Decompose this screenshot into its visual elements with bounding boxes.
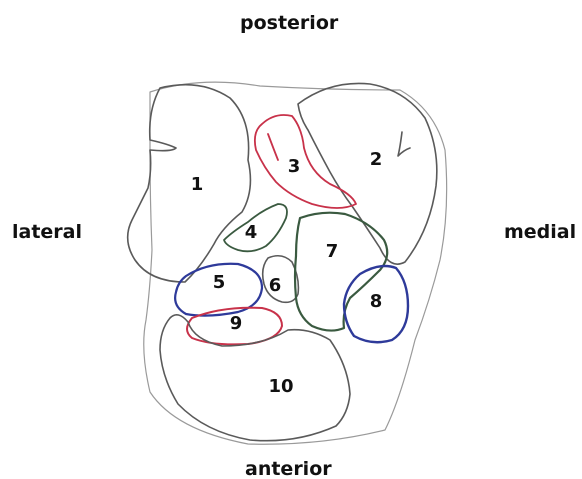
- region-8-label: 8: [370, 291, 383, 312]
- region-7-outline: [295, 213, 387, 331]
- region-1-label: 1: [191, 174, 204, 195]
- region-10-label: 10: [268, 376, 293, 397]
- region-3-outline: [255, 115, 356, 208]
- region-9-label: 9: [230, 313, 243, 334]
- region-4-label: 4: [245, 222, 258, 243]
- region-5-label: 5: [213, 272, 226, 293]
- region-2-outline: [298, 83, 437, 264]
- region-3-label: 3: [288, 156, 301, 177]
- region-7-label: 7: [326, 241, 339, 262]
- region-1-outline: [128, 85, 251, 282]
- region-6-label: 6: [269, 275, 282, 296]
- region-2-label: 2: [370, 149, 383, 170]
